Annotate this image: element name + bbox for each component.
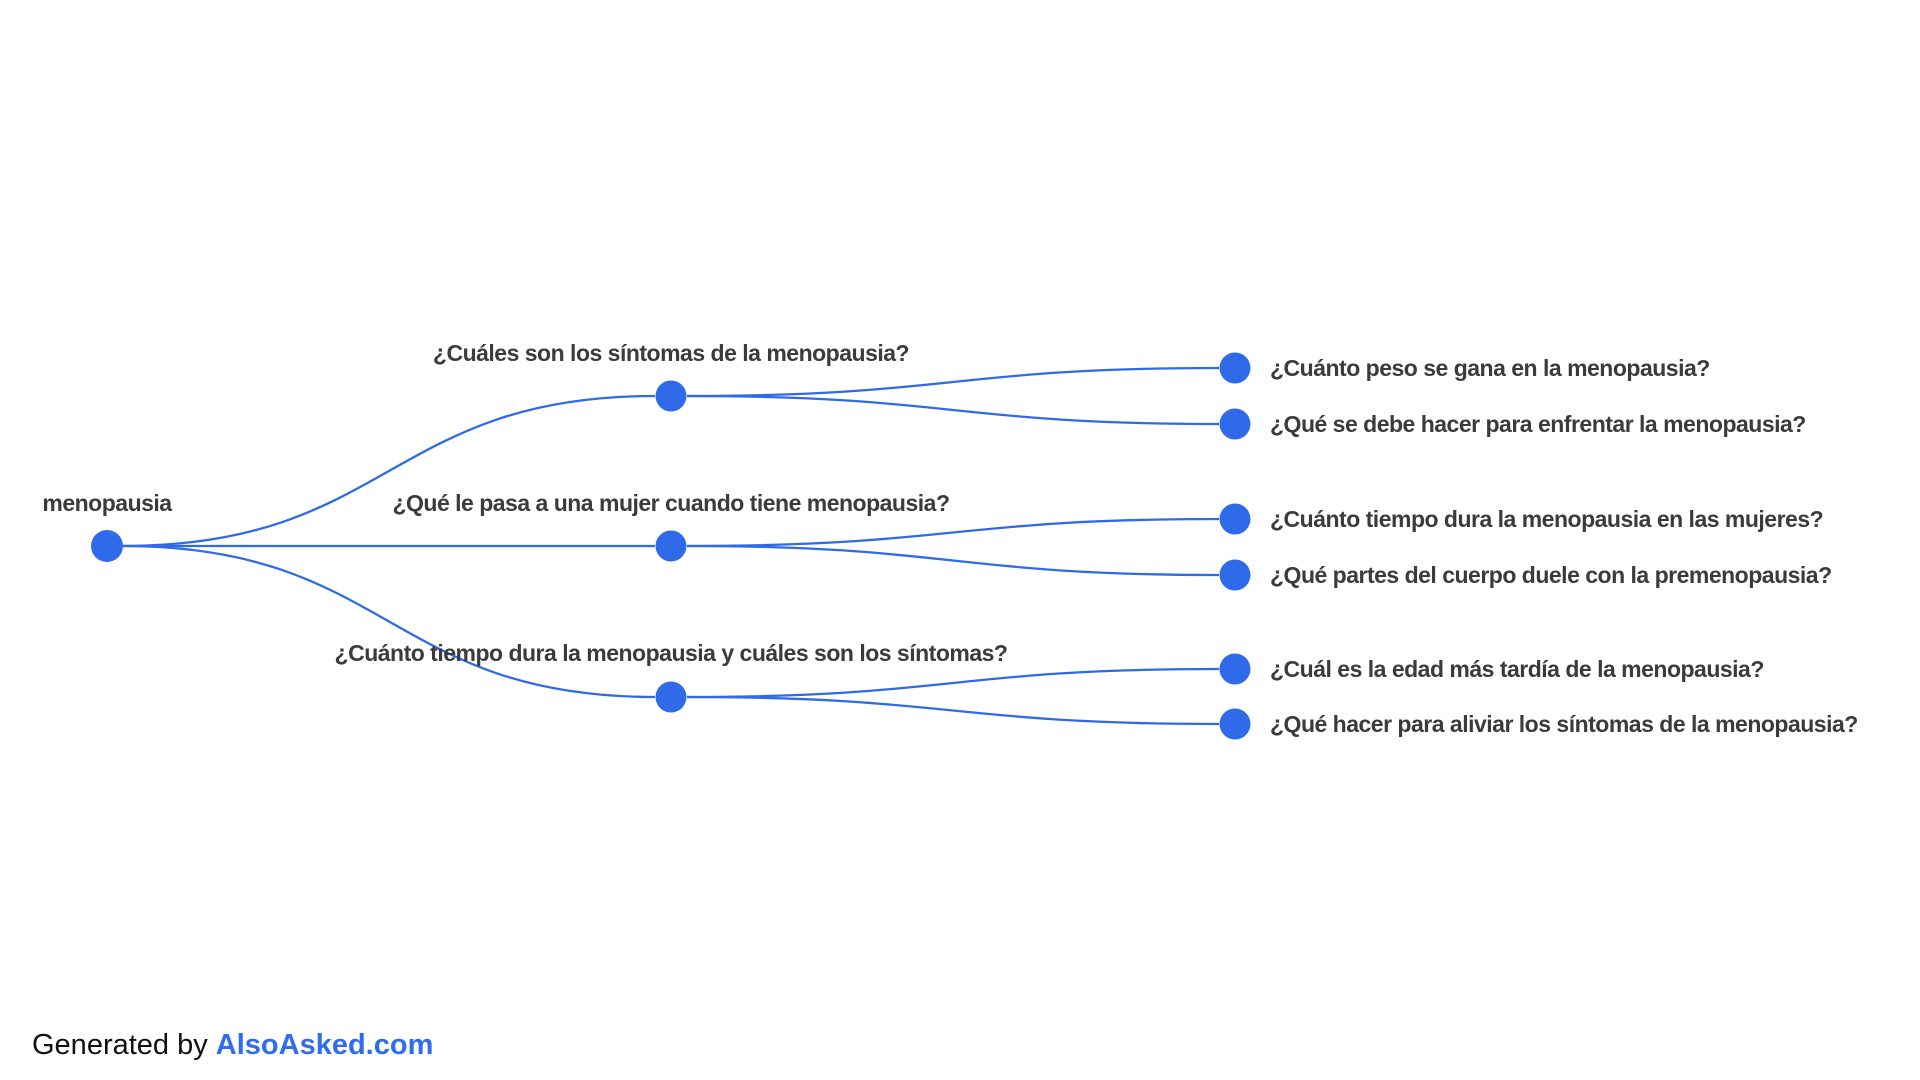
edge-branch-1-child-1 (686, 366, 1220, 398)
edge-root-branch-1 (122, 394, 656, 548)
edge-root-branch-3 (122, 544, 656, 699)
label-branch-2[interactable]: ¿Qué le pasa a una mujer cuando tiene me… (392, 490, 950, 516)
node-root[interactable] (91, 530, 123, 562)
node-child-2-1[interactable] (1219, 503, 1251, 535)
label-child-3-2[interactable]: ¿Qué hacer para aliviar los síntomas de … (1270, 711, 1858, 737)
edge-branch-2-child-2 (686, 544, 1220, 577)
label-child-2-1[interactable]: ¿Cuánto tiempo dura la menopausia en las… (1270, 506, 1824, 532)
label-child-3-1[interactable]: ¿Cuál es la edad más tardía de la menopa… (1270, 656, 1764, 682)
label-root[interactable]: menopausia (42, 490, 172, 516)
alsoasked-link[interactable]: AlsoAsked.com (215, 1029, 434, 1061)
node-branch-2[interactable] (655, 530, 687, 562)
label-child-2-2[interactable]: ¿Qué partes del cuerpo duele con la prem… (1270, 562, 1832, 588)
node-branch-1[interactable] (655, 380, 687, 412)
label-branch-3[interactable]: ¿Cuánto tiempo dura la menopausia y cuál… (335, 640, 1008, 666)
label-child-1-2[interactable]: ¿Qué se debe hacer para enfrentar la men… (1270, 411, 1806, 437)
edge-branch-3-child-1 (686, 667, 1220, 699)
node-branch-3[interactable] (655, 681, 687, 713)
label-branch-1[interactable]: ¿Cuáles son los síntomas de la menopausi… (433, 340, 910, 366)
edge-branch-2-child-1 (686, 517, 1220, 548)
node-child-2-2[interactable] (1219, 559, 1251, 591)
edge-branch-1-child-2 (686, 394, 1220, 426)
node-child-1-1[interactable] (1219, 352, 1251, 384)
node-child-3-2[interactable] (1219, 708, 1251, 740)
edge-branch-3-child-2 (686, 695, 1220, 726)
footer-attribution: Generated by AlsoAsked.com (32, 1031, 433, 1060)
footer-generated-by-text: Generated by (32, 1029, 216, 1061)
node-child-3-1[interactable] (1219, 653, 1251, 685)
label-child-1-1[interactable]: ¿Cuánto peso se gana en la menopausia? (1270, 355, 1710, 381)
node-child-1-2[interactable] (1219, 408, 1251, 440)
